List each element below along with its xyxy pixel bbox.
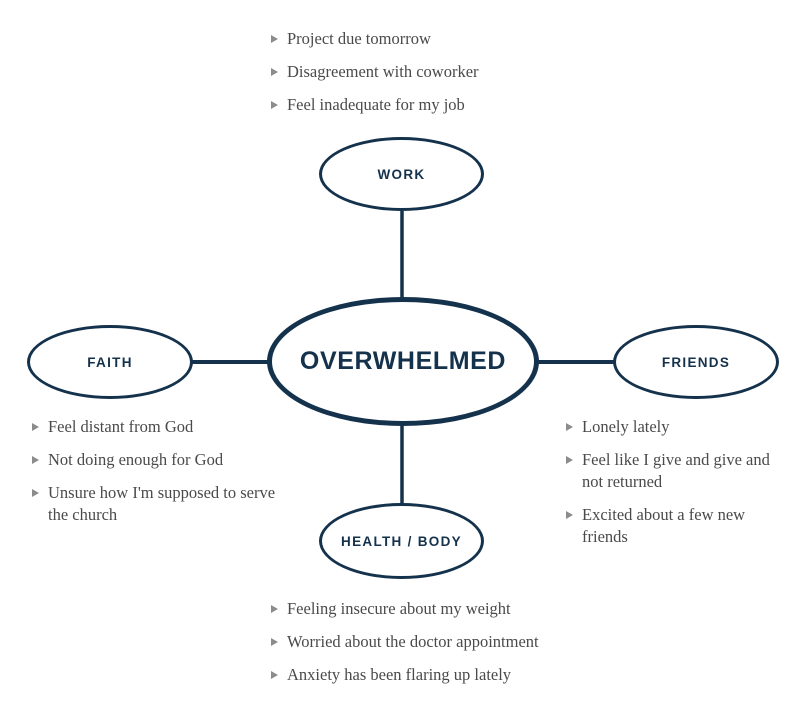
list-item: Worried about the doctor appointment xyxy=(271,631,601,653)
triangle-bullet-icon xyxy=(271,35,278,43)
center-node[interactable]: OVERWHELMED xyxy=(267,297,539,426)
triangle-bullet-icon xyxy=(566,510,573,519)
triangle-bullet-icon xyxy=(32,455,39,464)
branch-node-faith[interactable]: FAITH xyxy=(27,325,193,399)
list-item: Feel inadequate for my job xyxy=(271,94,571,116)
note-text: Anxiety has been flaring up lately xyxy=(287,664,512,684)
notes-list-faith: Feel distant from God Not doing enough f… xyxy=(32,416,277,526)
notes-list-work: Project due tomorrow Disagreement with c… xyxy=(271,28,571,116)
list-item: Anxiety has been flaring up lately xyxy=(271,664,601,686)
list-item: Not doing enough for God xyxy=(32,449,277,471)
note-text: Worried about the doctor appointment xyxy=(287,631,539,651)
list-item: Project due tomorrow xyxy=(271,28,571,50)
triangle-bullet-icon xyxy=(32,488,39,497)
list-item: Feel like I give and give and not return… xyxy=(566,449,781,493)
note-text: Excited about a few new friends xyxy=(582,504,746,546)
list-item: Unsure how I'm supposed to serve the chu… xyxy=(32,482,277,526)
list-item: Feeling insecure about my weight xyxy=(271,598,601,620)
note-text: Feel like I give and give and not return… xyxy=(582,449,770,491)
branch-node-friends[interactable]: FRIENDS xyxy=(613,325,779,399)
triangle-bullet-icon xyxy=(566,455,573,464)
list-item: Feel distant from God xyxy=(32,416,277,438)
note-text: Feel inadequate for my job xyxy=(287,94,465,114)
note-text: Feeling insecure about my weight xyxy=(287,599,511,618)
triangle-bullet-icon xyxy=(271,100,278,109)
note-text: Lonely lately xyxy=(582,417,670,436)
note-text: Not doing enough for God xyxy=(48,449,224,469)
list-item: Excited about a few new friends xyxy=(566,504,781,548)
triangle-bullet-icon xyxy=(271,605,278,613)
notes-list-friends: Lonely lately Feel like I give and give … xyxy=(566,416,781,548)
triangle-bullet-icon xyxy=(271,67,278,76)
note-text: Unsure how I'm supposed to serve the chu… xyxy=(48,482,276,524)
notes-list-health-body: Feeling insecure about my weight Worried… xyxy=(271,598,601,686)
triangle-bullet-icon xyxy=(32,423,39,431)
list-item: Lonely lately xyxy=(566,416,781,438)
branch-node-health-body[interactable]: HEALTH / BODY xyxy=(319,503,484,579)
note-text: Project due tomorrow xyxy=(287,29,431,48)
triangle-bullet-icon xyxy=(271,637,278,646)
note-text: Feel distant from God xyxy=(48,417,194,436)
branch-node-work[interactable]: WORK xyxy=(319,137,484,211)
note-text: Disagreement with coworker xyxy=(287,61,479,81)
triangle-bullet-icon xyxy=(271,670,278,679)
list-item: Disagreement with coworker xyxy=(271,61,571,83)
triangle-bullet-icon xyxy=(566,423,573,431)
